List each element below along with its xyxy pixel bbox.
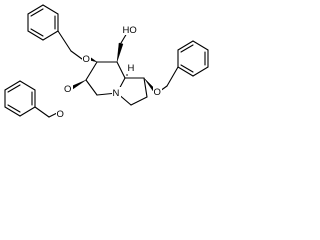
stereo-bond-group (71, 42, 156, 92)
atom-label-hydrogen: H (128, 63, 135, 74)
atom-label-oxygen-left: O (64, 84, 71, 95)
bond (177, 66, 194, 77)
bond (57, 30, 72, 52)
bond (166, 66, 179, 87)
bond (19, 106, 36, 117)
atom-labels: O O O O HO H N (56, 24, 162, 120)
bond (27, 4, 44, 15)
bond (42, 4, 59, 15)
atom-label-hydroxyl: HO (123, 25, 137, 36)
bond (4, 80, 21, 91)
bond (34, 106, 50, 118)
bond (70, 50, 83, 60)
bond (7, 104, 21, 113)
bond (192, 66, 209, 77)
bond (48, 112, 58, 118)
bond (19, 80, 36, 91)
bond (130, 96, 148, 106)
bond (180, 64, 194, 73)
bond (177, 40, 194, 51)
bond (180, 44, 194, 53)
bond (30, 8, 44, 17)
bond (7, 84, 21, 93)
bond-group (4, 4, 209, 118)
wedge-bond (71, 79, 87, 90)
bond (42, 30, 59, 41)
bond (85, 61, 98, 81)
bond (143, 77, 148, 98)
atom-label-oxygen-right: O (154, 87, 161, 98)
atom-label-nitrogen: N (113, 88, 120, 99)
bond (4, 106, 21, 117)
bond (30, 28, 44, 37)
wedge-bond (116, 42, 124, 63)
chemical-structure-diagram: O O O O HO H N (4, 4, 209, 120)
bond (116, 61, 126, 79)
bond (27, 30, 44, 41)
bond (192, 40, 209, 51)
bond (85, 79, 98, 96)
atom-label-oxygen-bottom: O (57, 109, 64, 120)
atom-label-oxygen-top: O (83, 54, 90, 65)
